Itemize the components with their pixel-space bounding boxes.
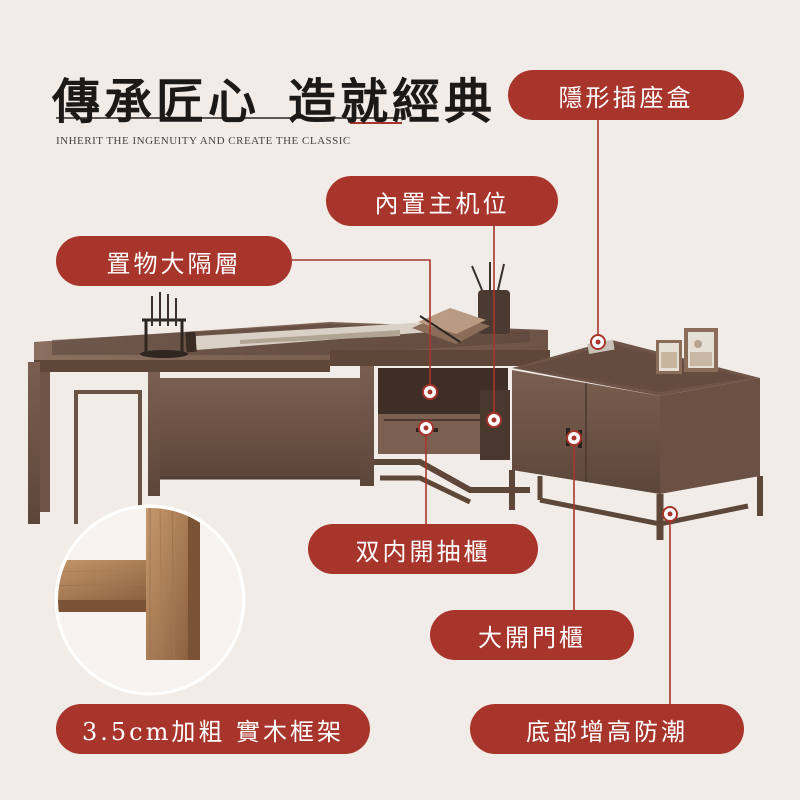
callout-large-door-cabinet: 大開門櫃 (430, 610, 634, 660)
subtitle: INHERIT THE INGENUITY AND CREATE THE CLA… (56, 135, 351, 147)
headline-right: 造就經典 (288, 74, 497, 130)
marker-inner-dots (423, 339, 673, 517)
callout-solid-wood-frame: 3.5cm加粗 實木框架 (56, 704, 370, 754)
headline-left: 傳承匠心 (52, 74, 261, 130)
callout-socket-box: 隱形插座盒 (508, 70, 744, 120)
headline: 傳承匠心造就經典 (52, 62, 496, 132)
leader-lines (292, 120, 671, 710)
desk-left (28, 262, 550, 524)
frame-closeup (54, 504, 246, 696)
callout-double-drawer: 双内開抽櫃 (308, 524, 538, 574)
leader-shelf (292, 259, 431, 392)
callout-host-position: 內置主机位 (326, 176, 558, 226)
callout-raised-base: 底部增高防潮 (470, 704, 744, 754)
cabinet-right (509, 328, 763, 540)
callout-storage-shelf: 置物大隔層 (56, 236, 292, 286)
